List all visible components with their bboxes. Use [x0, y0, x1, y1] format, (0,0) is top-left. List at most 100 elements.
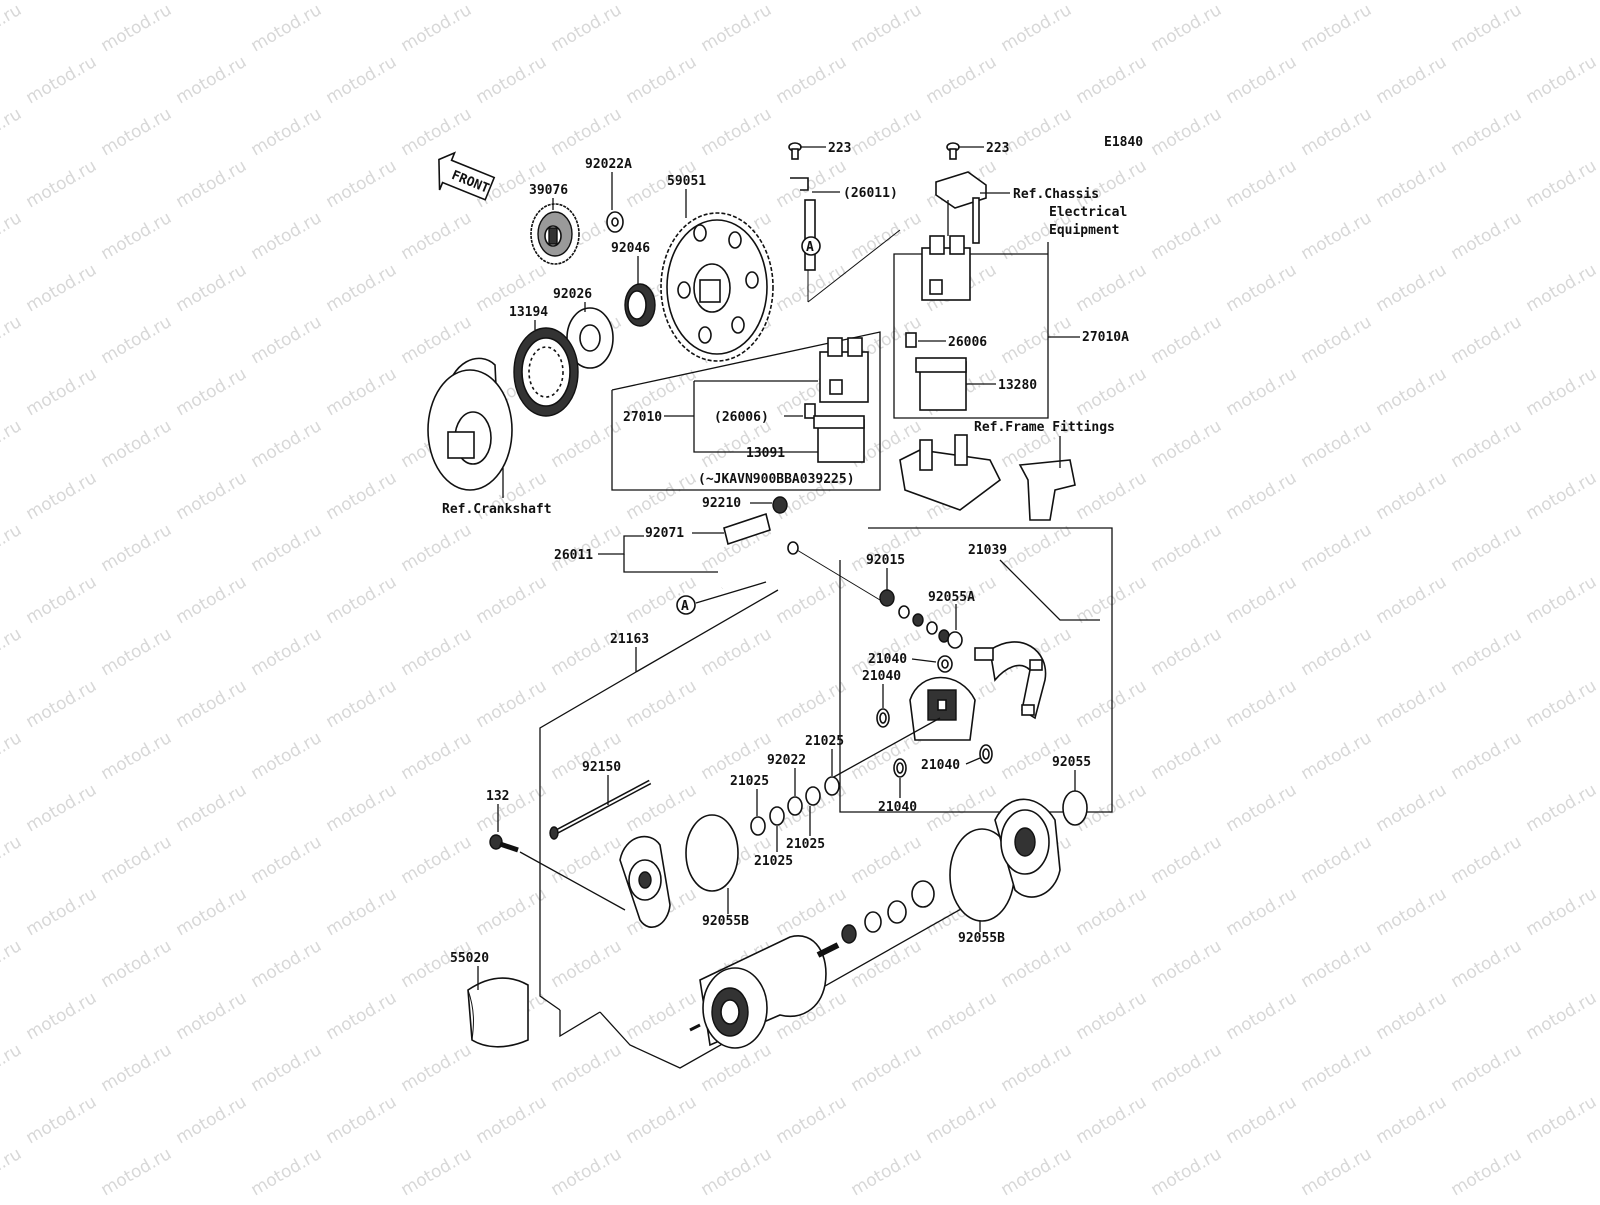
watermark-text: motod.ru — [1223, 1092, 1301, 1148]
watermark-text: motod.ru — [248, 1040, 326, 1096]
watermark-text: motod.ru — [1298, 0, 1376, 56]
watermark-text: motod.ru — [323, 572, 401, 628]
watermark-text: motod.ru — [173, 676, 251, 732]
watermark-text: motod.ru — [173, 0, 251, 4]
watermark-text: motod.ru — [1523, 1092, 1600, 1148]
label-92046: 92046 — [611, 241, 650, 256]
watermark-text: motod.ru — [848, 832, 926, 888]
watermark-text: motod.ru — [0, 520, 25, 576]
needle-bearing-92046 — [625, 284, 655, 326]
watermark-text: motod.ru — [548, 936, 626, 992]
watermark-text: motod.ru — [0, 104, 25, 160]
watermark-text: motod.ru — [623, 988, 701, 1044]
watermark-text: motod.ru — [473, 780, 551, 836]
diagram-code: E1840 — [1104, 135, 1143, 150]
watermark-text: motod.ru — [473, 1196, 551, 1200]
watermark-text: motod.ru — [23, 572, 101, 628]
watermark-text: motod.ru — [248, 832, 326, 888]
watermark-text: motod.ru — [623, 0, 701, 4]
watermark-text: motod.ru — [0, 208, 25, 264]
watermark-text: motod.ru — [773, 884, 851, 940]
screw-223-right — [947, 143, 959, 159]
label-92015: 92015 — [866, 553, 905, 568]
watermark-text: motod.ru — [1148, 1144, 1226, 1200]
relay-cover-chassis — [936, 172, 986, 243]
watermark-text: motod.ru — [1523, 260, 1600, 316]
watermark-text: motod.ru — [1298, 104, 1376, 160]
starter-front-cover — [620, 837, 670, 928]
watermark-text: motod.ru — [698, 0, 776, 56]
brush-assembly — [910, 678, 975, 741]
watermark-text: motod.ru — [1148, 624, 1226, 680]
watermark-text: motod.ru — [23, 260, 101, 316]
label-92055A: 92055A — [928, 590, 975, 605]
label-21039: 21039 — [968, 543, 1007, 558]
watermark-text: motod.ru — [473, 0, 551, 4]
watermark-text: motod.ru — [1298, 1040, 1376, 1096]
watermark-text: motod.ru — [923, 0, 1001, 4]
brush-spring-21040-d — [894, 759, 906, 777]
brush-spring-21040-c — [980, 745, 992, 763]
o-ring-92055 — [1063, 791, 1087, 825]
ref-crankshaft-label: Ref.Crankshaft — [442, 502, 552, 517]
watermark-text: motod.ru — [773, 572, 851, 628]
brush-spring-21040-b — [877, 709, 889, 727]
watermark-text: motod.ru — [323, 364, 401, 420]
relay-holder-13280 — [916, 358, 966, 410]
watermark-text: motod.ru — [173, 52, 251, 108]
watermark-text: motod.ru — [548, 728, 626, 784]
watermark-text: motod.ru — [1448, 624, 1526, 680]
watermark-text: motod.ru — [998, 936, 1076, 992]
watermark-text: motod.ru — [923, 52, 1001, 108]
watermark-text: motod.ru — [173, 1092, 251, 1148]
watermark-text: motod.ru — [1223, 0, 1301, 4]
label-27010A: 27010A — [1082, 330, 1129, 345]
watermark-text: motod.ru — [623, 676, 701, 732]
label-92055B-right: 92055B — [958, 931, 1005, 946]
label-21040-b: 21040 — [862, 669, 901, 684]
watermark-text: motod.ru — [623, 1196, 701, 1200]
watermark-text: motod.ru — [1523, 364, 1600, 420]
watermark-text: motod.ru — [848, 104, 926, 160]
watermark-text: motod.ru — [1373, 468, 1451, 524]
watermark-text: motod.ru — [623, 52, 701, 108]
watermark-text: motod.ru — [98, 312, 176, 368]
vin-note: (~JKAVN900BBA039225) — [698, 472, 855, 487]
watermark-text: motod.ru — [98, 1144, 176, 1200]
watermark-text: motod.ru — [1298, 1144, 1376, 1200]
watermark-text: motod.ru — [773, 52, 851, 108]
watermark-text: motod.ru — [1223, 572, 1301, 628]
watermark-text: motod.ru — [1148, 832, 1226, 888]
watermark-text: motod.ru — [1073, 0, 1151, 4]
label-13280: 13280 — [998, 378, 1037, 393]
watermark-text: motod.ru — [323, 988, 401, 1044]
watermark-text: motod.ru — [98, 0, 176, 56]
starter-relay-left — [820, 338, 868, 402]
watermark-text: motod.ru — [1298, 208, 1376, 264]
watermark-text: motod.ru — [398, 1040, 476, 1096]
watermark-text: motod.ru — [323, 260, 401, 316]
ref-frame-label: Ref.Frame Fittings — [974, 420, 1115, 435]
watermark-text: motod.ru — [548, 0, 626, 56]
bolt-132 — [490, 835, 518, 850]
watermark-text: motod.ru — [1373, 780, 1451, 836]
watermark-text: motod.ru — [848, 728, 926, 784]
starter-relay-right — [922, 236, 970, 300]
watermark-text: motod.ru — [323, 676, 401, 732]
watermark-text: motod.ru — [323, 0, 401, 4]
watermark-text: motod.ru — [23, 780, 101, 836]
watermark-text: motod.ru — [1523, 884, 1600, 940]
watermark-text: motod.ru — [548, 1144, 626, 1200]
watermark-text: motod.ru — [473, 676, 551, 732]
watermark-text: motod.ru — [1373, 52, 1451, 108]
watermark-text: motod.ru — [1148, 208, 1226, 264]
watermark-text: motod.ru — [98, 1040, 176, 1096]
watermark-text: motod.ru — [1523, 468, 1600, 524]
rotor-crankshaft — [428, 358, 512, 490]
watermark-text: motod.ru — [323, 156, 401, 212]
nut-92015 — [880, 590, 894, 606]
watermark-text: motod.ru — [773, 1092, 851, 1148]
label-26011-paren: (26011) — [843, 186, 898, 201]
